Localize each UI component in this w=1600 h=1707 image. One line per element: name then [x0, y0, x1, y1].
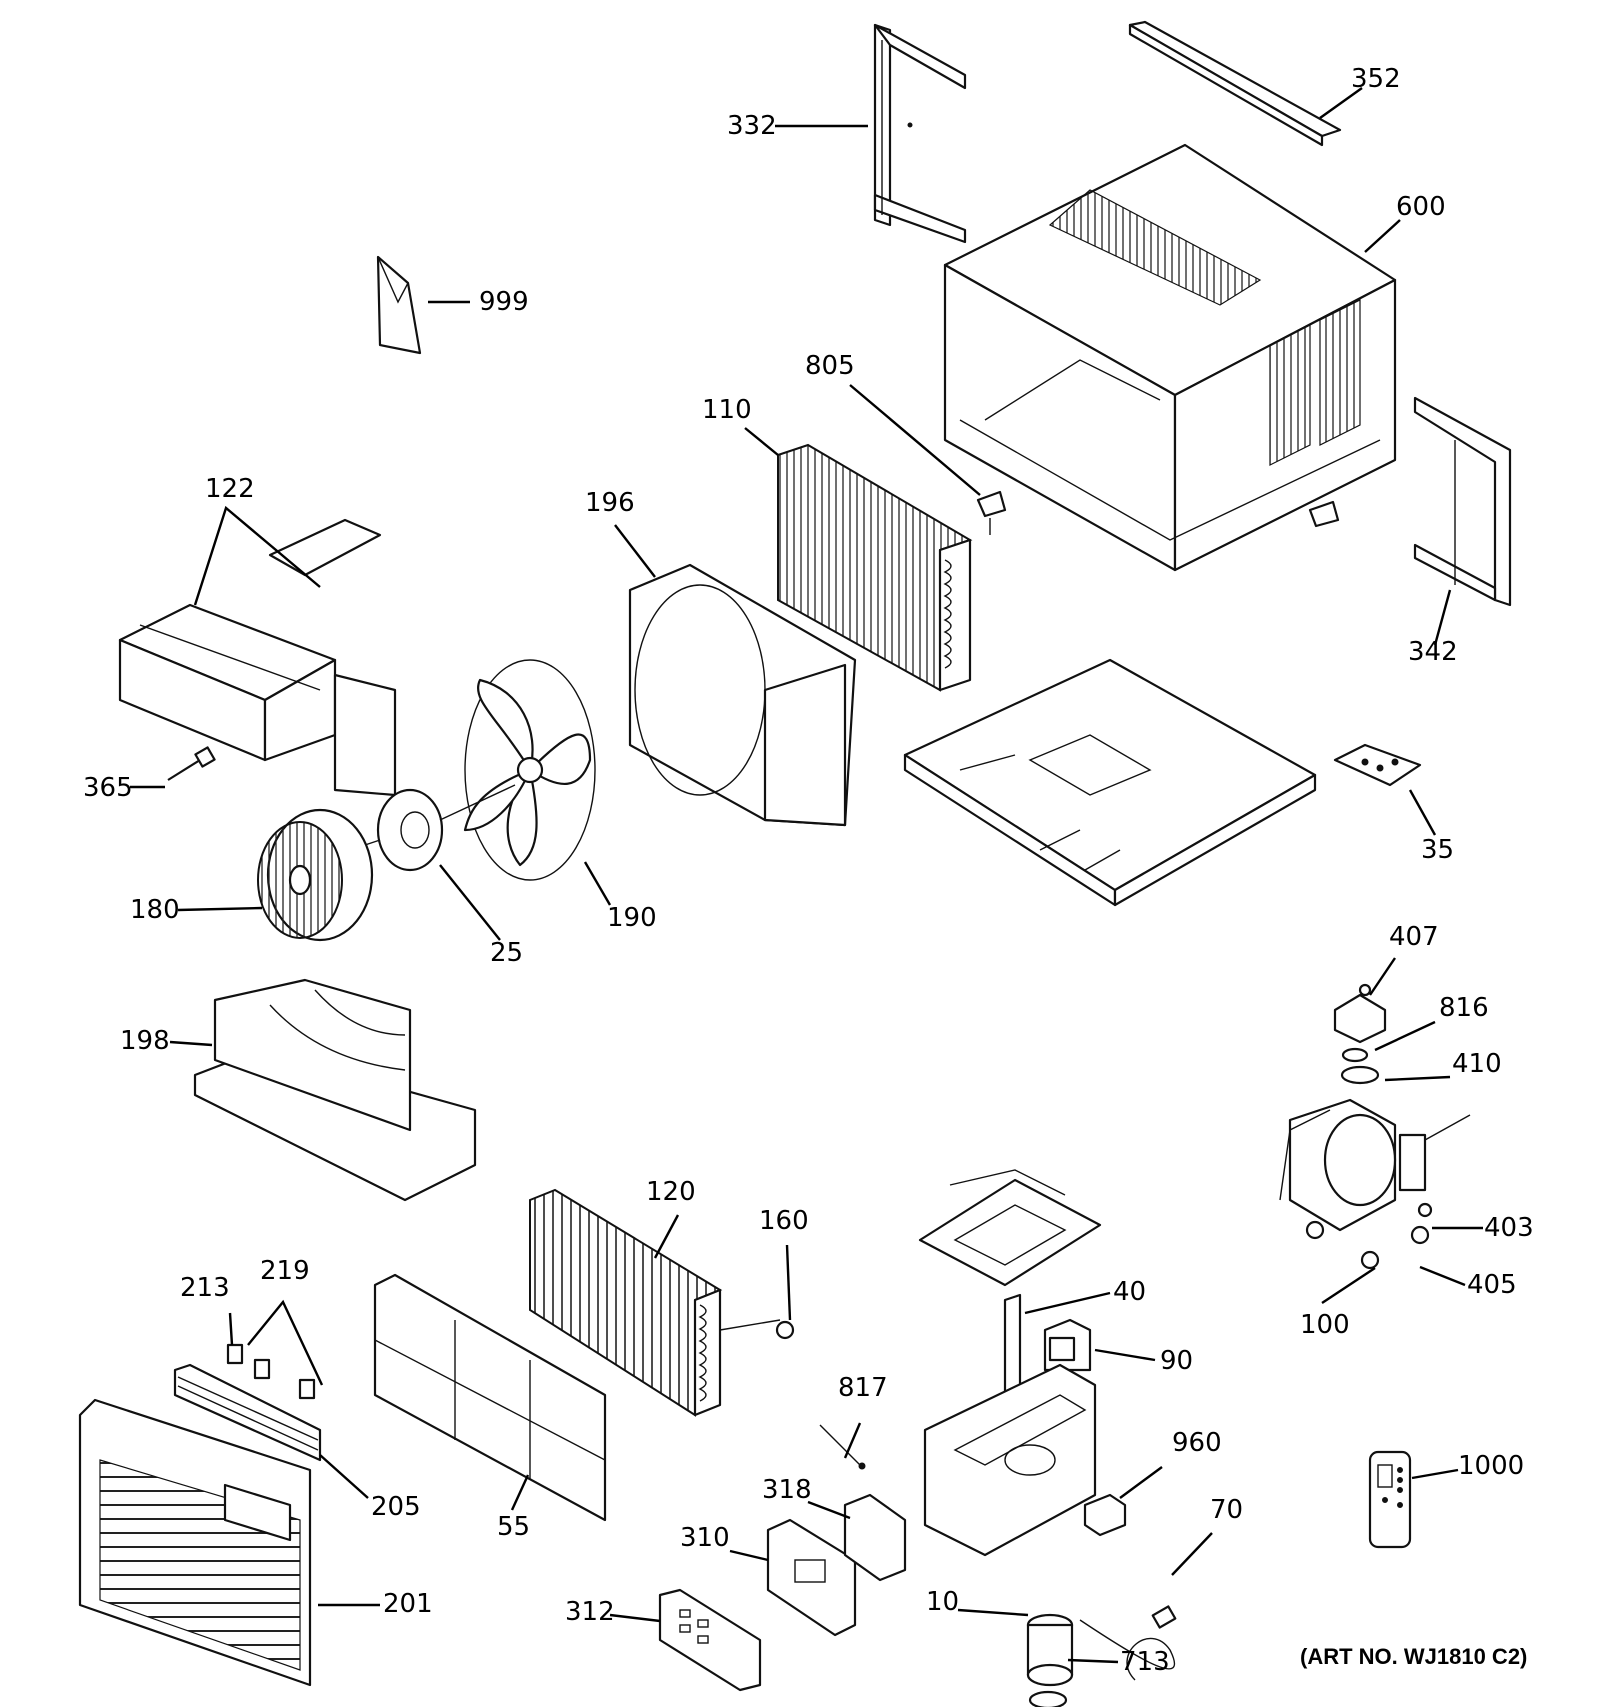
- callout-403: 403: [1484, 1213, 1534, 1243]
- callout-407: 407: [1389, 922, 1439, 952]
- part-190-fan-blade: [463, 659, 596, 881]
- callout-196: 196: [585, 488, 635, 518]
- callout-100: 100: [1300, 1310, 1350, 1340]
- part-713-capacitor-strap: [1028, 1690, 1068, 1707]
- part-817-wire: [819, 1424, 866, 1470]
- callout-55: 55: [497, 1512, 530, 1542]
- part-816-terminal-gasket: [1341, 1047, 1369, 1063]
- part-805-brackets: [976, 490, 1340, 535]
- callout-600: 600: [1396, 192, 1446, 222]
- callout-365: 365: [83, 773, 133, 803]
- callout-70: 70: [1210, 1495, 1243, 1525]
- callout-352: 352: [1351, 64, 1401, 94]
- callout-805: 805: [805, 351, 855, 381]
- callout-1000: 1000: [1458, 1451, 1524, 1481]
- part-control-box: [923, 1363, 1097, 1557]
- callout-35: 35: [1421, 835, 1454, 865]
- part-10-capacitor: [1026, 1613, 1074, 1687]
- callout-25: 25: [490, 938, 523, 968]
- callout-198: 198: [120, 1026, 170, 1056]
- part-196-shroud: [628, 563, 857, 827]
- part-120-evaporator-coil: [529, 1188, 781, 1417]
- part-70-power-cord: [1079, 1605, 1177, 1681]
- part-122-air-duct: [118, 518, 397, 797]
- part-332-side-curtain-left: [873, 23, 967, 244]
- callout-713: 713: [1120, 1647, 1170, 1677]
- callout-342: 342: [1408, 637, 1458, 667]
- callout-201: 201: [383, 1589, 433, 1619]
- part-352-top-rail: [1128, 20, 1342, 147]
- part-35-hardware-bag: [1333, 743, 1422, 787]
- part-600-cabinet: [943, 143, 1397, 572]
- art-number: (ART NO. WJ1810 C2): [1300, 1644, 1527, 1669]
- part-999-literature: [376, 255, 422, 355]
- part-100-compressor: [1279, 1098, 1471, 1270]
- part-1000-remote-control: [1368, 1450, 1412, 1549]
- callout-122: 122: [205, 474, 255, 504]
- part-310-control-board: [766, 1493, 907, 1637]
- part-365-clip: [167, 746, 216, 781]
- callout-817: 817: [838, 1373, 888, 1403]
- part-90-transformer: [1043, 1318, 1092, 1372]
- part-410-terminal-washer: [1340, 1065, 1380, 1085]
- callout-40: 40: [1113, 1277, 1146, 1307]
- callout-120: 120: [646, 1177, 696, 1207]
- callout-110: 110: [702, 395, 752, 425]
- part-342-side-curtain-right: [1413, 396, 1512, 607]
- part-base-pan: [903, 658, 1317, 907]
- part-160-thermistor: [775, 1320, 795, 1340]
- callout-405: 405: [1467, 1270, 1517, 1300]
- callout-10: 10: [926, 1587, 959, 1617]
- callout-213: 213: [180, 1273, 230, 1303]
- part-198-scroll-housing: [193, 978, 477, 1202]
- callout-310: 310: [680, 1523, 730, 1553]
- callout-410: 410: [1452, 1049, 1502, 1079]
- callout-205: 205: [371, 1492, 421, 1522]
- part-control-plate: [918, 1169, 1102, 1287]
- leader-lines: [130, 87, 1483, 1664]
- callout-999: 999: [479, 287, 529, 317]
- callout-160: 160: [759, 1206, 809, 1236]
- callout-labels: 332 352 600 999 805 110 122 196 342 365 …: [83, 64, 1534, 1677]
- callout-318: 318: [762, 1475, 812, 1505]
- part-312-keypad: [658, 1588, 762, 1692]
- callout-816: 816: [1439, 993, 1489, 1023]
- callout-180: 180: [130, 895, 180, 925]
- callout-90: 90: [1160, 1346, 1193, 1376]
- callout-960: 960: [1172, 1428, 1222, 1458]
- callout-332: 332: [727, 111, 777, 141]
- callout-312: 312: [565, 1597, 615, 1627]
- part-180-blower-wheel: [257, 808, 374, 942]
- part-960-relay: [1083, 1493, 1127, 1537]
- part-201-front-grille: [78, 1398, 312, 1687]
- part-110-condenser-coil: [777, 443, 973, 692]
- part-205-louver-assembly: [173, 1343, 322, 1462]
- callout-190: 190: [607, 903, 657, 933]
- callout-219: 219: [260, 1256, 310, 1286]
- part-55-air-filter: [373, 1273, 607, 1522]
- part-407-terminal-cover: [1333, 983, 1387, 1044]
- part-25-fan-motor: [349, 784, 516, 872]
